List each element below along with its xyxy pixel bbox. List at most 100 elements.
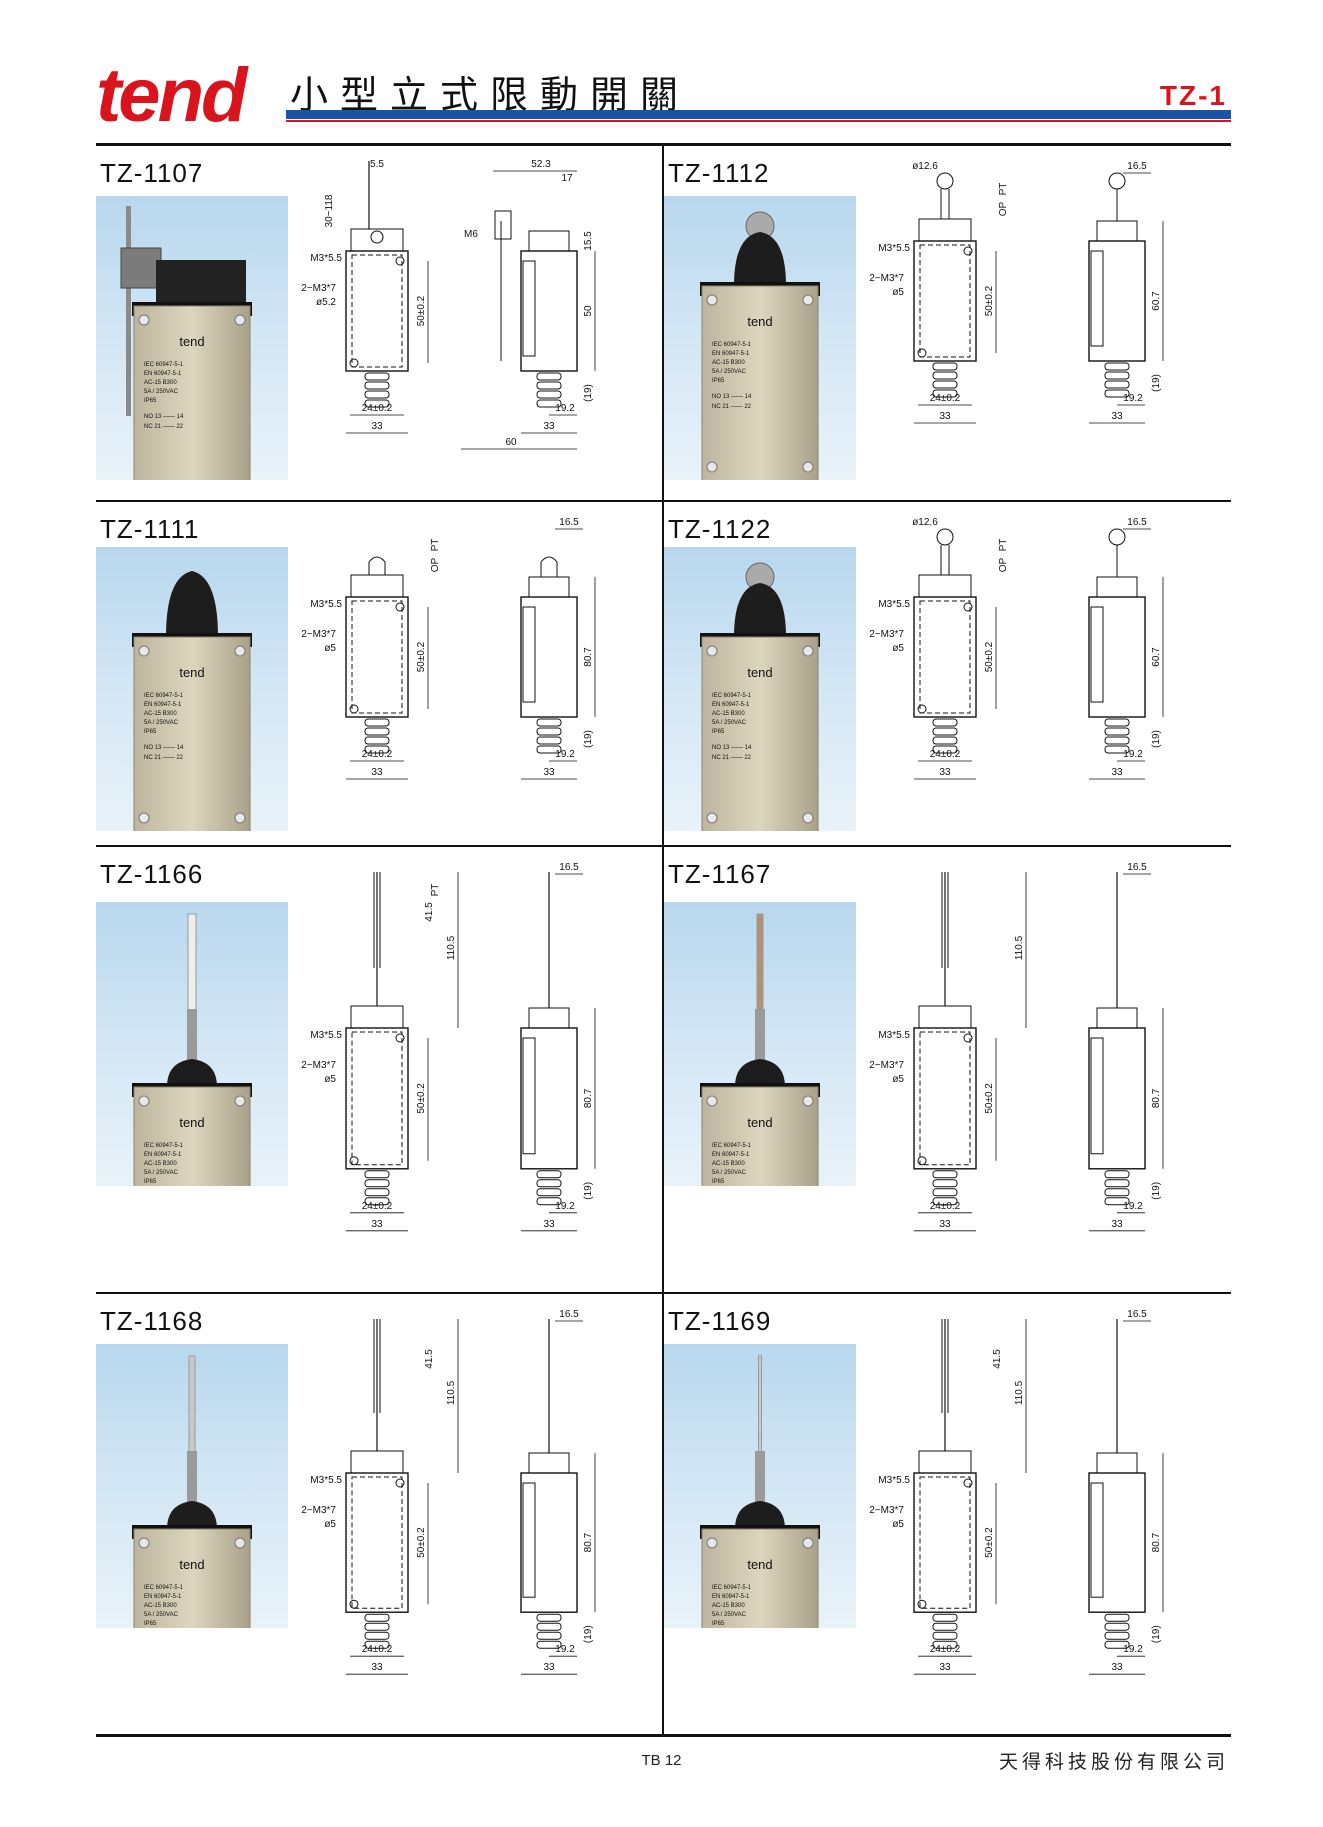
front-conduit [932,1640,958,1649]
dim-width: 33 [371,421,383,432]
dimension-drawing-svg: M3*5.52−M3*7ø550±0.224±0.23316.580.7(19)… [869,1309,1164,1675]
screw-icon [138,1095,150,1107]
side-slot [1090,250,1104,347]
front-head [918,574,972,598]
dim-width: 33 [371,767,383,778]
front-conduit [932,727,958,736]
dim-bottom-a: 19.2 [555,749,575,760]
screw-icon [138,645,150,657]
model-title: TZ-1107 [100,158,204,188]
dim-height: 80.7 [1151,1532,1162,1552]
plate-brand: tend [747,1557,772,1572]
dim-bottom-b: 33 [543,1219,555,1230]
dim-screw1: M3*5.5 [310,253,342,264]
plate-text: 5A / 250VAC [144,1170,179,1176]
side-body [520,1027,578,1170]
screw-icon [802,294,814,306]
mount-hole-icon [917,348,927,358]
front-conduit [364,727,390,736]
plate-brand: tend [179,665,204,680]
dim-width: 33 [939,1219,951,1230]
mount-hole-icon [917,1156,927,1166]
page-header: tend 小型立式限動開關 TZ-1 [0,0,1323,150]
dim-side-width: 16.5 [1127,161,1147,172]
dim-mount: 24±0.2 [362,1201,393,1212]
front-inner [919,244,971,358]
side-conduit [1104,389,1130,398]
dim-roller-dia: ø12.6 [912,517,938,528]
plate-text: IEC 60947-5-1 [712,1585,752,1591]
model-title: TZ-1168 [100,1306,204,1336]
plate-contact: NO 13 —— 14 [712,745,752,751]
mount-hole-icon [349,358,359,368]
actuator-boot [167,1501,217,1529]
dim-top-width: 5.5 [370,159,384,170]
screw-icon [706,812,718,824]
side-conduit [1104,718,1130,727]
lever-rod [126,206,131,416]
side-conduit [1104,1170,1130,1179]
actuator-boot [734,583,786,637]
side-head [528,576,570,598]
front-body [345,1027,409,1170]
front-conduit [364,1170,390,1179]
mount-hole-icon [917,704,927,714]
plate-text: IEC 60947-5-1 [144,362,184,368]
dim-op: OP [430,557,441,572]
front-head [918,1450,972,1474]
dim-hole: ø5 [324,1074,336,1085]
front-conduit [932,362,958,371]
side-conduit [536,1170,562,1179]
front-conduit [364,736,390,745]
plate-text: AC-15 B300 [144,380,177,386]
dim-rod: 110.5 [446,935,457,960]
screw-icon [706,1095,718,1107]
model-title: TZ-1167 [668,859,772,889]
dim-width: 33 [939,411,951,422]
dim-height: 60.7 [1151,647,1162,667]
front-conduit [364,718,390,727]
plate-text: 5A / 250VAC [712,369,747,375]
plate-text: 5A / 250VAC [144,389,179,395]
model-title: TZ-1122 [668,514,772,544]
plate-text: AC-15 B300 [712,1161,745,1167]
plate-text: EN 60947-5-1 [144,1594,182,1600]
front-body [913,1027,977,1170]
plate-text: IEC 60947-5-1 [712,693,752,699]
dim-screw2: 2−M3*7 [869,1060,904,1071]
screw-icon [138,1537,150,1549]
dimension-drawing-svg: M3*5.52−M3*7ø550±0.224±0.23316.580.7(19)… [301,1309,596,1675]
side-head [1096,1452,1138,1474]
side-body [1088,1472,1146,1613]
actuator-boot [735,1501,785,1529]
rod-tip [756,913,764,1015]
front-conduit [932,1179,958,1188]
side-conduit [1104,380,1130,389]
page-title: 小型立式限動開關 [290,73,691,117]
switch-body [701,1086,819,1186]
dim-height: 80.7 [583,647,594,667]
screw-icon [802,461,814,473]
dim-pitch: 50±0.2 [984,641,995,672]
front-inner [919,1476,971,1609]
plate-text: AC-15 B300 [144,711,177,717]
dim-bottom-b: 33 [543,421,555,432]
lever-clamp [120,247,162,289]
front-head [350,1005,404,1029]
dim-tip: 41.5 [992,1349,1003,1369]
front-head [918,218,972,242]
rod-tip [188,1355,196,1457]
screw-icon [234,645,246,657]
switch-body [701,1528,819,1628]
dim-hole: ø5 [324,1519,336,1530]
plate-brand: tend [747,665,772,680]
